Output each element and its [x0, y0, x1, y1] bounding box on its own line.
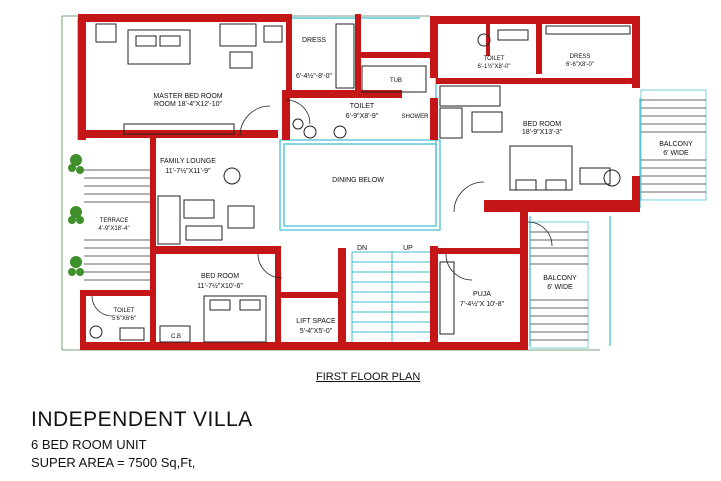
family-lounge-size: 11'-7½"X11'-9" — [165, 167, 211, 175]
room-labels: MASTER BED ROOM ROOM 18'-4"X12'-10" DRES… — [98, 37, 693, 340]
lift-space-size: 5'-4"X5'-0" — [300, 328, 333, 335]
dress-label: DRESS — [302, 37, 326, 44]
balcony2-size: 6' WIDE — [547, 284, 573, 291]
door-swings — [91, 99, 553, 317]
toilet3-size: 5'6"X6'6" — [112, 316, 136, 322]
toilet2-size: 6'-1½"X8'-0" — [478, 63, 511, 70]
walls — [78, 14, 640, 350]
toilet3-label: TOILET — [114, 308, 135, 314]
dining-label: DINING BELOW — [332, 177, 384, 184]
dress-size: 6'-4½"-8'-0" — [296, 72, 333, 80]
stair-up-label: UP — [403, 245, 413, 252]
toilet2-label: TOILET — [484, 56, 505, 62]
balcony-hatch — [84, 89, 707, 349]
bedroom3-size: 11'-7½"X10'-6" — [197, 282, 243, 290]
plan-caption: FIRST FLOOR PLAN — [316, 371, 421, 383]
stair-down-label: DN — [357, 245, 367, 252]
balcony1-label: BALCONY — [659, 141, 693, 148]
family-lounge-label: FAMILY LOUNGE — [160, 158, 216, 165]
toilet-label: TOILET — [350, 103, 375, 110]
master-bedroom-label: MASTER BED ROOM — [153, 93, 222, 100]
site-outline — [61, 15, 600, 351]
furniture — [89, 23, 631, 343]
cb-label: C.B — [171, 334, 181, 340]
terrace-label: TERRACE — [100, 218, 129, 224]
lift-space-label: LIFT SPACE — [296, 318, 336, 325]
villa-title: INDEPENDENT VILLA — [31, 408, 253, 431]
plants — [68, 154, 84, 276]
toilet-size: 6'-9"X8'-9" — [346, 113, 379, 120]
unit-description: 6 BED ROOM UNIT — [31, 437, 147, 452]
shower-label: SHOWER — [402, 114, 430, 120]
balcony2-label: BALCONY — [543, 275, 577, 282]
terrace-size: 4'-9"X18'-4" — [98, 226, 129, 232]
puja-label: PUJA — [473, 291, 491, 298]
tub-label: TUB — [390, 78, 402, 84]
master-bedroom-size: ROOM 18'-4"X12'-10" — [154, 101, 222, 108]
super-area: SUPER AREA = 7500 Sq,Ft, — [31, 455, 196, 470]
floor-plan: MASTER BED ROOM ROOM 18'-4"X12'-10" DRES… — [61, 14, 707, 351]
dress2-size: 6'-6"X8'-0" — [566, 62, 594, 68]
bedroom3-label: BED ROOM — [201, 273, 239, 280]
balcony1-size: 6' WIDE — [663, 150, 689, 157]
bedroom2-label: BED ROOM — [523, 121, 561, 128]
staircase — [351, 251, 433, 345]
puja-size: 7'-4½"X 10'-8" — [460, 300, 505, 308]
bedroom2-size: 18'-9"X13'-3" — [522, 129, 563, 136]
dress2-label: DRESS — [570, 54, 591, 60]
